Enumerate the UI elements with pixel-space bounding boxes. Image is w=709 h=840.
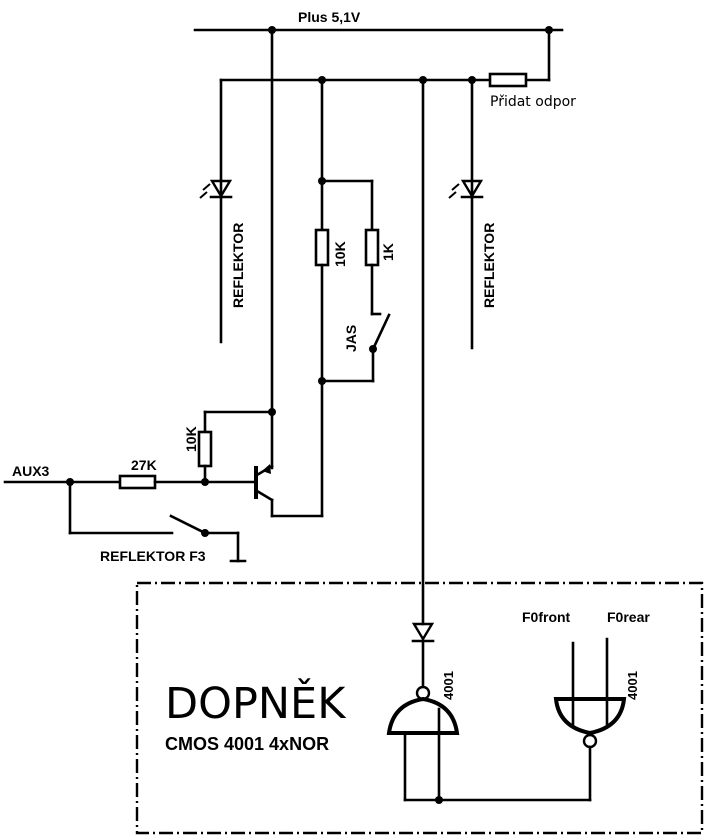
light-emission-icon xyxy=(199,183,211,199)
led-right-icon xyxy=(460,179,484,199)
resistor-27k xyxy=(118,474,157,490)
led-right-label: REFLEKTOR xyxy=(481,223,497,308)
junction xyxy=(435,796,443,804)
resistor-10k xyxy=(314,228,330,267)
add-resistor-label: Přidat odpor xyxy=(490,94,576,110)
aux-label: AUX3 xyxy=(12,463,50,479)
resistor-1k-label: 1K xyxy=(380,243,396,261)
diode-icon xyxy=(411,622,435,642)
junction xyxy=(318,377,326,385)
supply-label: Plus 5,1V xyxy=(298,9,361,25)
resistor-10k-base-label: 10K xyxy=(183,426,199,452)
jas-switch-label: JAS xyxy=(343,325,359,352)
resistor-10k-base xyxy=(197,430,213,468)
jas-switch xyxy=(372,313,391,349)
f3-switch xyxy=(169,514,207,535)
add-resistor xyxy=(488,72,528,88)
resistor-1k xyxy=(364,228,380,267)
f3-switch-label: REFLEKTOR F3 xyxy=(100,548,206,564)
pnp-transistor-icon xyxy=(254,464,324,518)
gate-a-part-label: 4001 xyxy=(441,671,456,700)
addon-box xyxy=(135,581,704,835)
resistor-10k-label: 10K xyxy=(332,241,348,267)
led-left-icon xyxy=(209,179,233,199)
gate-b-part-label: 4001 xyxy=(625,671,640,700)
input-front-label: F0front xyxy=(522,609,571,625)
input-rear-label: F0rear xyxy=(607,609,650,625)
addon-subtitle: CMOS 4001 4xNOR xyxy=(165,734,329,754)
light-emission-icon xyxy=(448,183,460,199)
led-left-label: REFLEKTOR xyxy=(230,223,246,308)
addon-title: DOPNĚK xyxy=(165,678,347,729)
resistor-27k-label: 27K xyxy=(131,457,157,473)
nor-gate-b-icon xyxy=(553,697,627,749)
